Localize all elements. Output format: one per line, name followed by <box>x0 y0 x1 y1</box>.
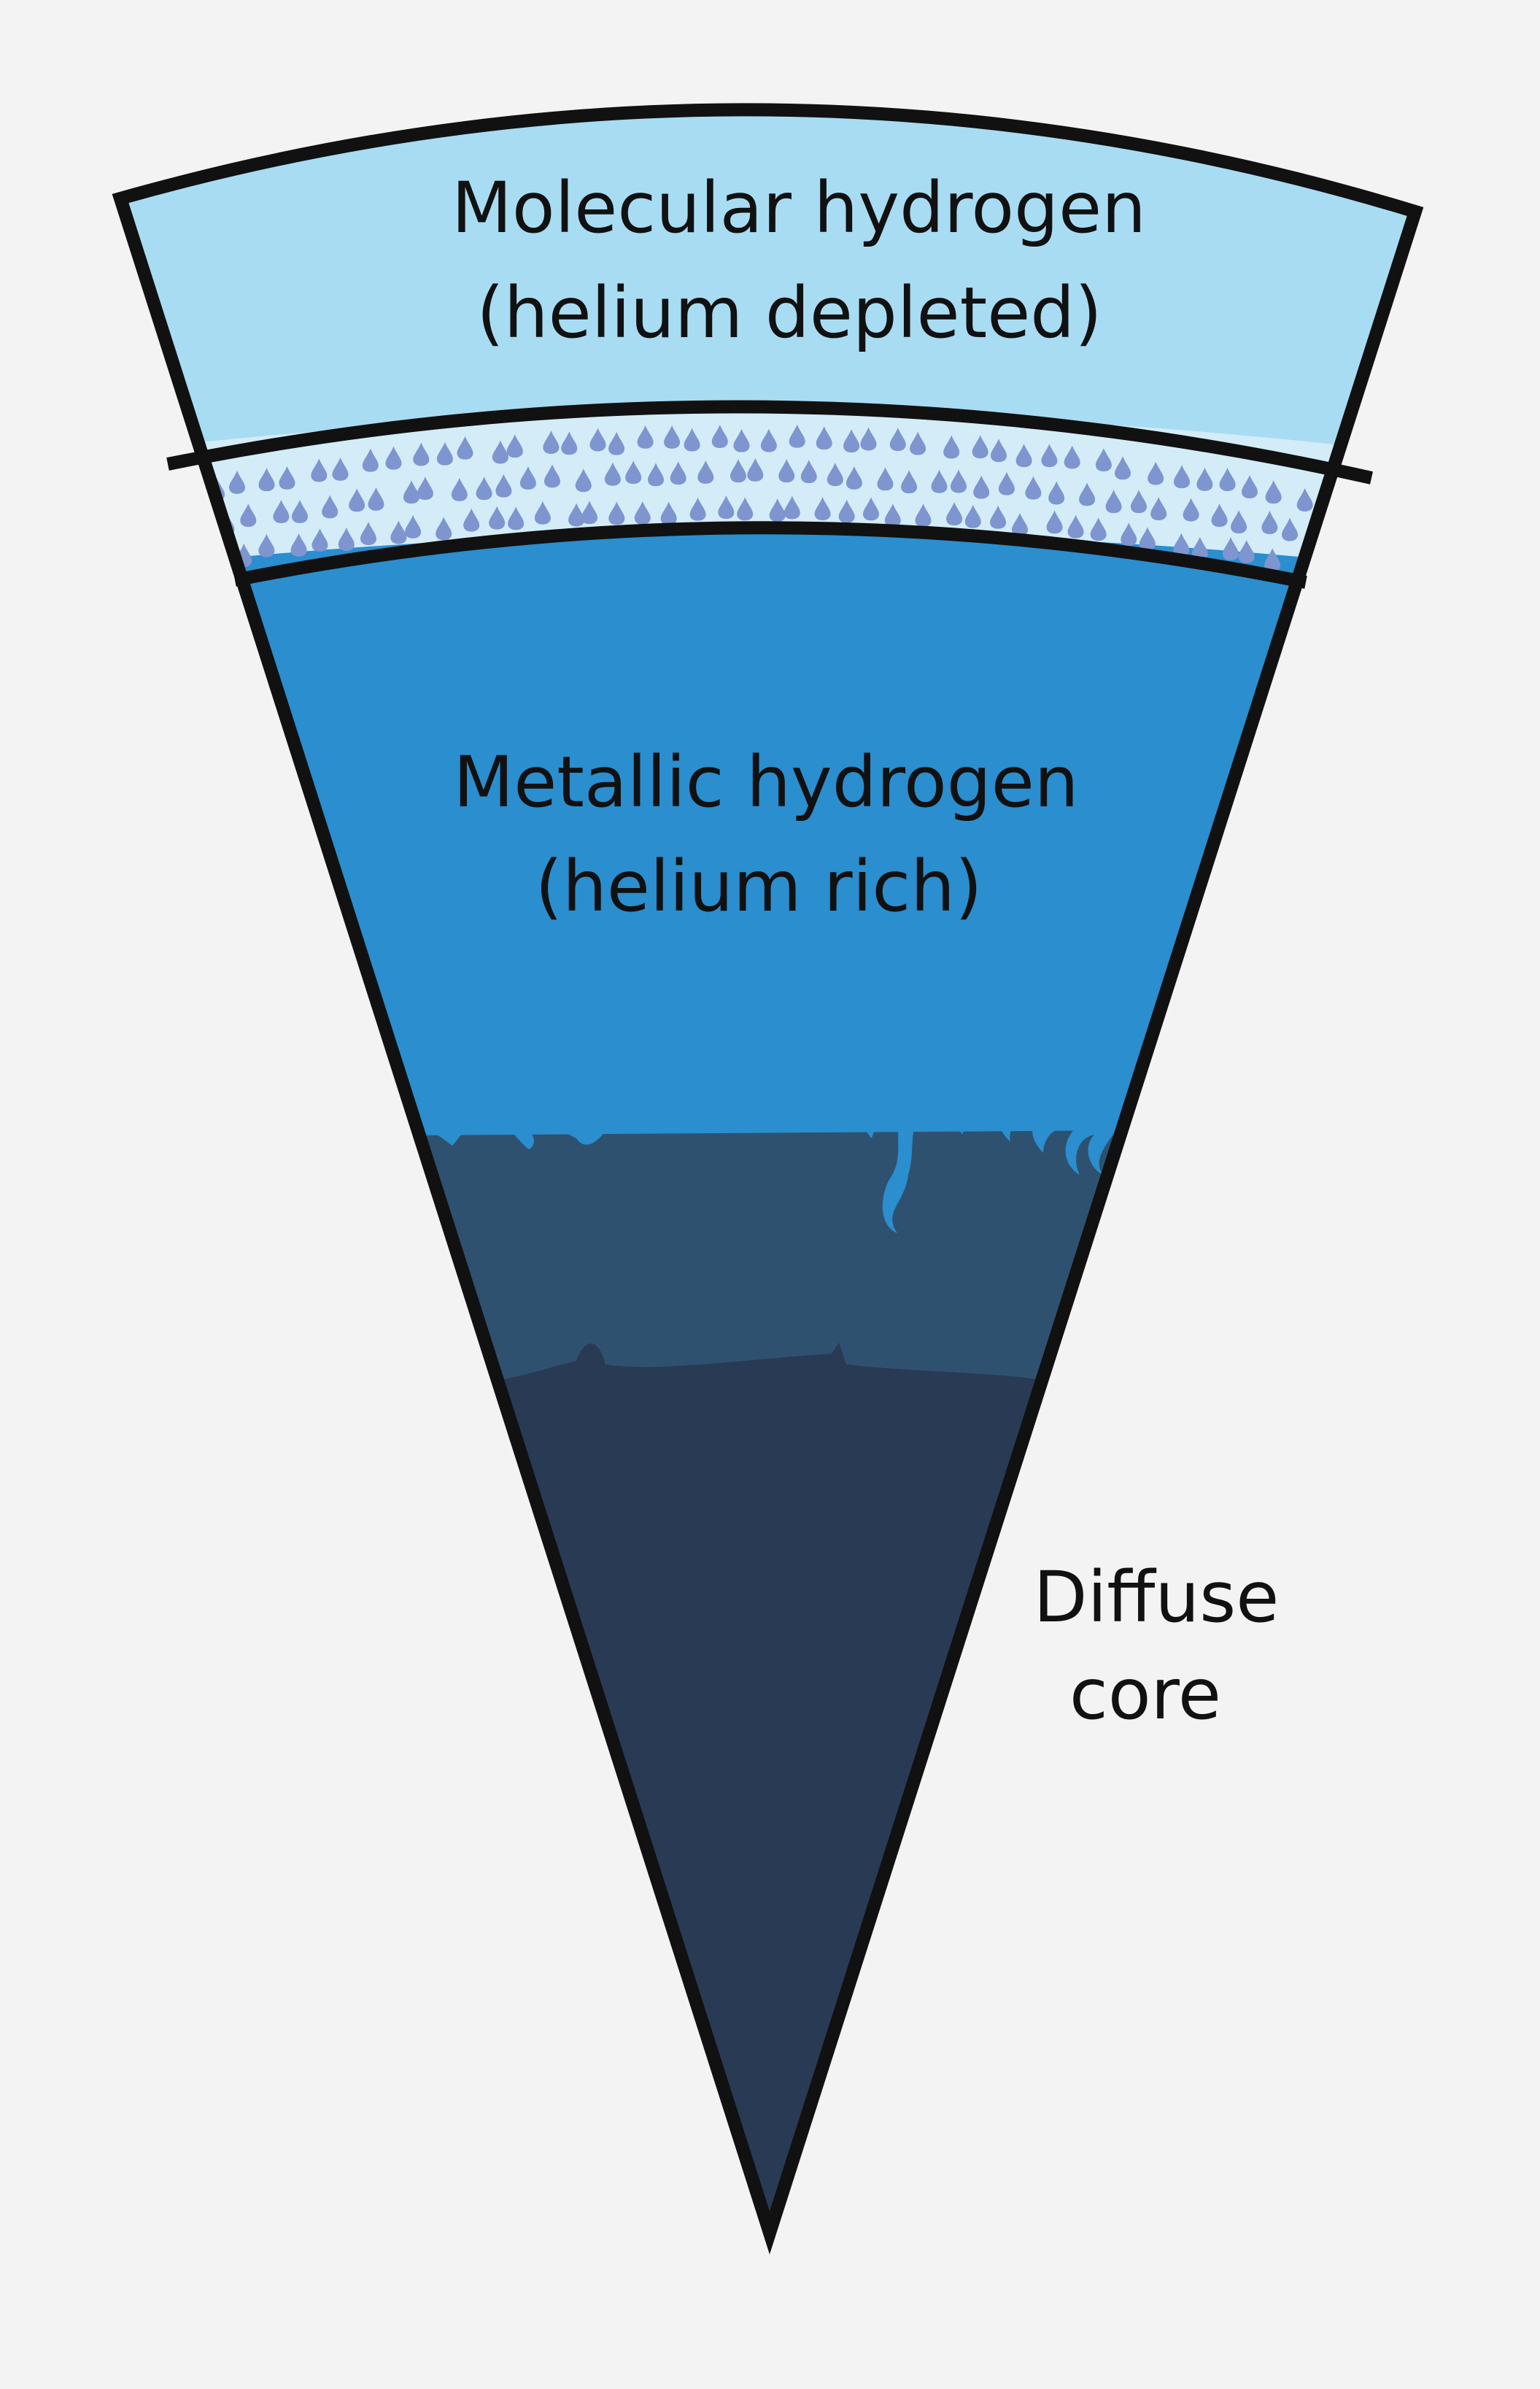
rain-drop <box>209 549 226 573</box>
metallic-label-line2: (helium rich) <box>535 846 983 927</box>
wedge-outline <box>112 103 1424 2255</box>
boundary-arc-upper <box>166 400 1373 485</box>
core-label-line1: Diffuse <box>1034 1556 1280 1638</box>
molecular-label-line2: (helium depleted) <box>476 272 1102 354</box>
metallic-label-line1: Metallic hydrogen <box>453 741 1078 823</box>
metallic-upper-cover <box>120 533 1415 1138</box>
core-label-line2: core <box>1069 1653 1221 1735</box>
boundary-arc-lower <box>233 521 1307 589</box>
molecular-label-line1: Molecular hydrogen <box>452 167 1146 249</box>
